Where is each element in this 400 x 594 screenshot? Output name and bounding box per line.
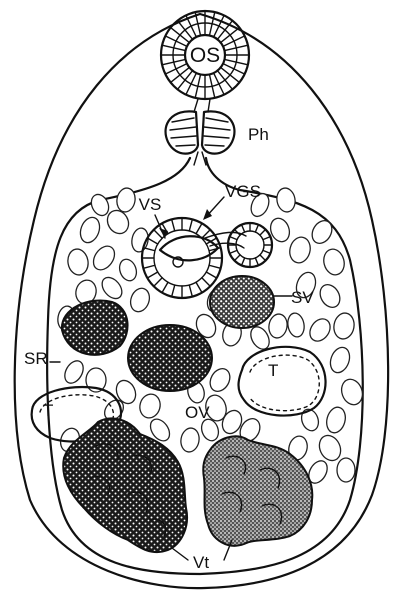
sucker-ridge	[255, 258, 258, 264]
egg	[89, 242, 119, 274]
ventral-sucker-label: VS	[139, 195, 162, 214]
sucker-ridge	[263, 250, 269, 253]
egg	[127, 286, 152, 315]
egg	[137, 392, 163, 420]
sucker-ridge	[189, 285, 192, 296]
central-dark-mass	[128, 325, 212, 391]
egg	[287, 235, 313, 265]
egg	[98, 274, 126, 303]
egg	[275, 187, 297, 214]
sucker-ridge	[209, 265, 220, 268]
egg	[315, 432, 344, 464]
sucker-ridge	[202, 278, 210, 286]
egg	[115, 187, 137, 214]
sucker-ridge	[148, 239, 158, 245]
sucker-ridge	[154, 278, 162, 286]
egg	[316, 281, 344, 311]
sucker-ridge	[260, 255, 265, 260]
seminal-vesicle-label: SV	[291, 288, 314, 307]
sucker-ridge	[206, 272, 216, 278]
sucker-ridge	[231, 250, 237, 253]
sucker-ridge	[148, 272, 158, 278]
egg	[324, 405, 348, 435]
sucker-ridge	[196, 282, 202, 292]
ovary-label: OV	[185, 403, 210, 422]
egg	[321, 247, 347, 277]
sucker-ridge	[242, 226, 245, 232]
ventrogenital-sac	[205, 223, 272, 267]
sucker-ridge	[231, 237, 237, 240]
testis-right-label: T	[268, 361, 278, 380]
sucker-ridge	[242, 258, 245, 264]
pharynx	[166, 99, 235, 165]
egg	[327, 345, 353, 376]
sucker-ridge	[260, 230, 265, 235]
egg	[286, 312, 306, 338]
left-dark-mass	[62, 300, 128, 354]
egg	[179, 427, 201, 454]
egg	[308, 217, 336, 247]
sucker-ridge	[255, 226, 258, 232]
ventral-sucker	[142, 218, 222, 298]
sucker-ridge	[235, 255, 240, 260]
sucker-ridge	[189, 220, 192, 231]
seminal-vesicle	[210, 276, 274, 328]
ventrogenital-sac-label: VGS	[225, 182, 261, 201]
sucker-ridge	[144, 248, 155, 251]
sucker-ridge	[154, 230, 162, 238]
sucker-ridge	[263, 237, 269, 240]
egg	[332, 311, 356, 340]
sucker-ridge	[196, 224, 202, 234]
egg	[306, 315, 335, 345]
testis-left-label: T	[43, 401, 53, 420]
vt-leader-left	[172, 548, 188, 560]
egg	[337, 458, 355, 482]
egg	[61, 358, 87, 387]
egg	[77, 215, 103, 246]
seminal-receptacle-label: SR	[24, 349, 48, 368]
sucker-ridge	[144, 265, 155, 268]
testis-right	[239, 347, 326, 416]
ventrogenital-sac-ridges	[229, 224, 271, 266]
pharynx-label: Ph	[248, 125, 269, 144]
egg	[117, 257, 140, 283]
sucker-ridge	[172, 285, 175, 296]
vgs-arrow	[203, 197, 224, 220]
egg	[66, 247, 90, 276]
vitellaria-label: Vt	[193, 553, 209, 572]
oral-sucker-label: OS	[190, 44, 220, 67]
sucker-ridge	[172, 220, 175, 231]
egg	[267, 313, 289, 340]
sucker-ridge	[163, 282, 169, 292]
